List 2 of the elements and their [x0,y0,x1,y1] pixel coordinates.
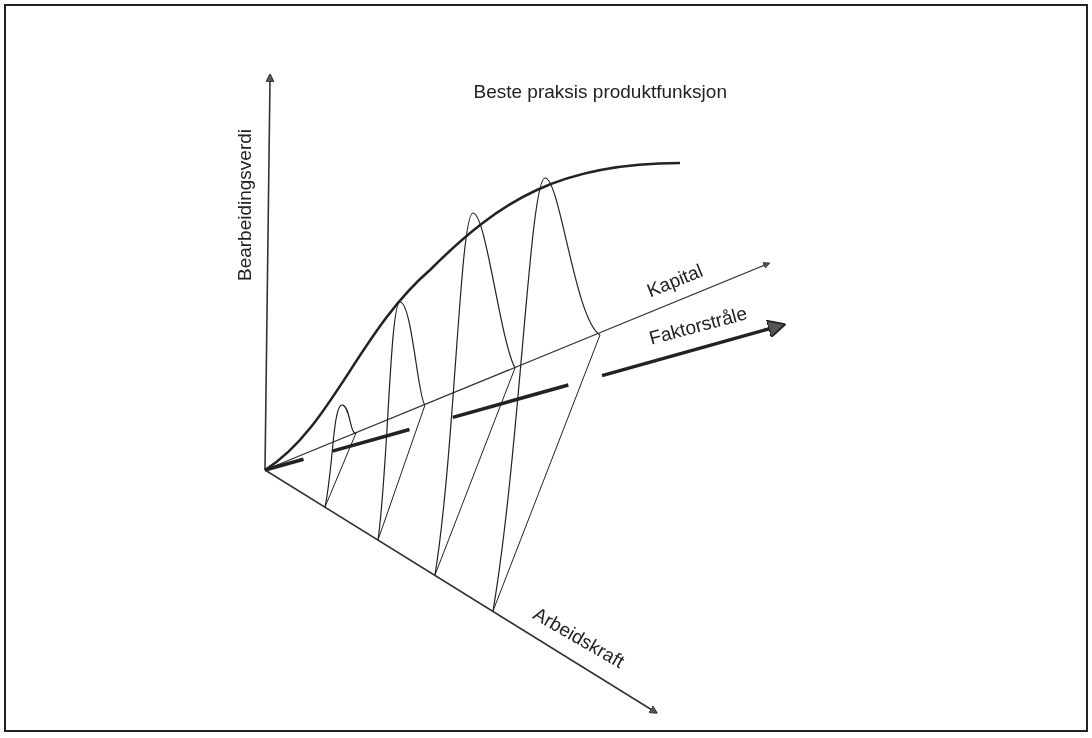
axis-label: Bearbeidingsverdi [234,128,257,282]
chart-title: Beste praksis produktfunksjon [473,81,727,103]
